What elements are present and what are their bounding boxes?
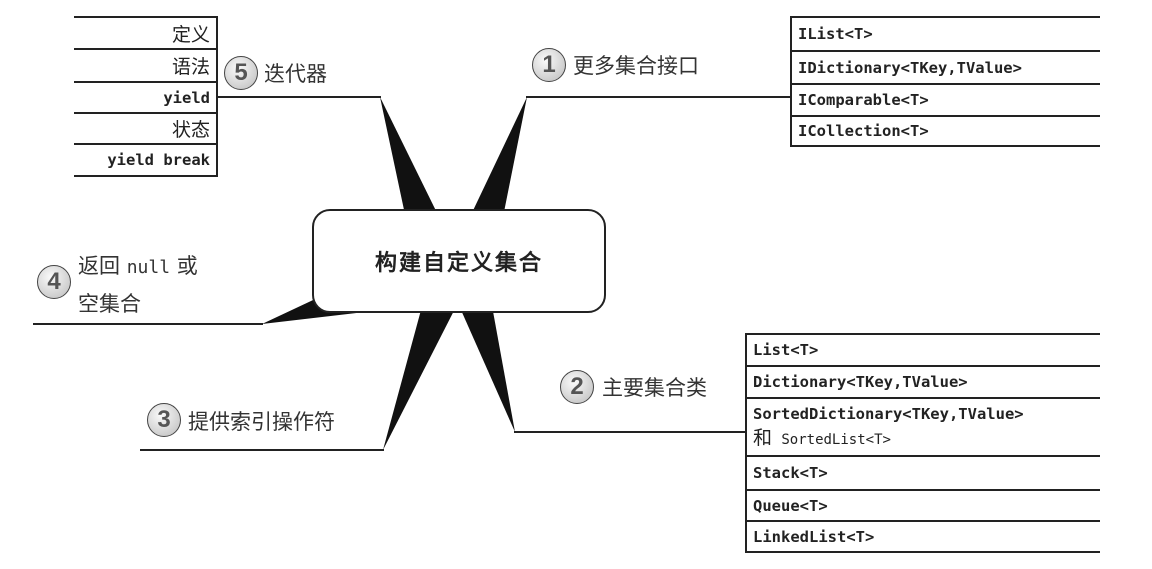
null-code: null [126,257,171,278]
number-4-icon: 4 [37,265,71,299]
number-3-icon: 3 [147,403,181,437]
table-row: ICollection<T> [790,117,1100,147]
branch-2-label: 主要集合类 [602,376,707,400]
table-row: yield [74,83,218,114]
table-row: IComparable<T> [790,85,1100,117]
table-row: yield break [74,145,218,177]
branch-1-label: 更多集合接口 [573,54,699,78]
branch-5-label: 迭代器 [264,62,327,86]
branch-4-label-line1: 返回 null 或 [78,250,198,280]
table-row: 定义 [74,18,218,50]
central-topic: 构建自定义集合 [312,209,606,313]
and-text: 和 [753,426,773,449]
table-row: 语法 [74,50,218,83]
branch-1-table: IList<T> IDictionary<TKey,TValue> ICompa… [790,16,1100,147]
branch-4-label-line2: 空集合 [78,292,141,316]
table-row: IList<T> [790,18,1100,52]
number-5-icon: 5 [224,56,258,90]
branch-2-table: List<T> Dictionary<TKey,TValue> SortedDi… [745,333,1100,553]
label-text: 返回 [78,254,120,278]
sorted-list-text: SortedList<T> [781,431,891,448]
sorted-dictionary-text: SortedDictionary<TKey,TValue> [753,404,1024,423]
table-row: SortedDictionary<TKey,TValue> 和 SortedLi… [745,399,1100,457]
table-row: List<T> [745,335,1100,367]
branch-5-table: 定义 语法 yield 状态 yield break [74,16,218,177]
label-text: 或 [176,254,198,278]
table-row: IDictionary<TKey,TValue> [790,52,1100,85]
table-row: LinkedList<T> [745,522,1100,553]
table-row: Dictionary<TKey,TValue> [745,367,1100,399]
number-2-icon: 2 [560,370,594,404]
table-row: 状态 [74,114,218,145]
branch-3-label: 提供索引操作符 [188,410,335,434]
table-row: Queue<T> [745,491,1100,522]
table-row: Stack<T> [745,457,1100,491]
number-1-icon: 1 [532,48,566,82]
